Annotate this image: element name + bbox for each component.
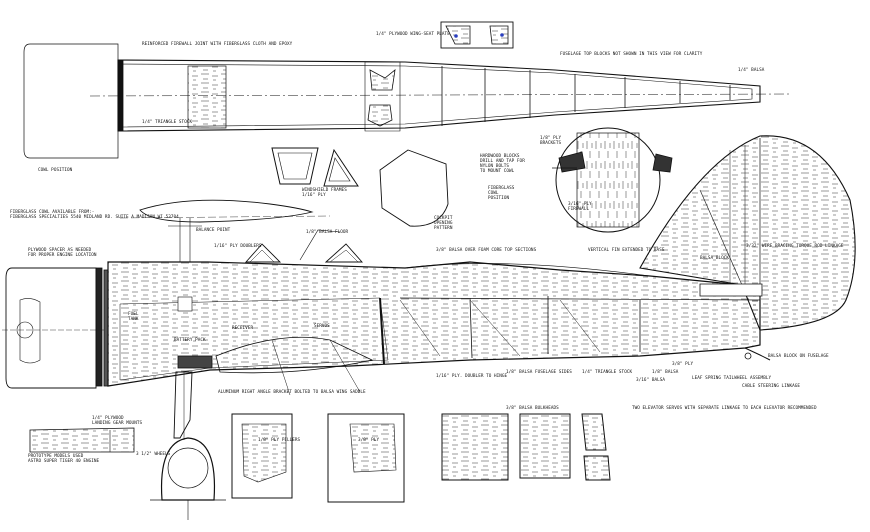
balance-point-label: BALANCE POINT bbox=[196, 228, 231, 233]
wheel-part bbox=[150, 437, 226, 520]
ply-part-label: 3/8" PLY bbox=[358, 438, 380, 443]
ply-filler-part bbox=[231, 413, 293, 499]
vertical-fin bbox=[639, 135, 856, 361]
vertical-fin-label: VERTICAL FIN EXTENDED TO BASE bbox=[588, 248, 665, 253]
elevator-servos-note: TWO ELEVATOR SERVOS WITH SEPARATE LINKAG… bbox=[632, 406, 817, 411]
foam-core-label: 3/8" BALSA OVER FOAM CORE TOP SECTIONS bbox=[436, 248, 537, 253]
servos-label: SERVOS bbox=[314, 324, 330, 329]
fuselage-sides-label: 1/8" BALSA FUSELAGE SIDES bbox=[506, 370, 572, 375]
triangle-stock-b-label: 1/4" TRIANGLE STOCK bbox=[582, 370, 633, 375]
fiberglass-cowl-position-label: FIBERGLASS COWL POSITION bbox=[488, 186, 515, 201]
receiver-label: RECEIVER bbox=[232, 326, 254, 331]
cowl-availability-note: FIBERGLASS COWL AVAILABLE FROM:- FIBERGL… bbox=[10, 210, 179, 220]
windshield-frames bbox=[271, 147, 359, 187]
wire-bracing-label: 3/32" WIRE BRACING TORQUE ROD LINKAGE bbox=[746, 244, 844, 249]
triangle-stock-label: 1/4" TRIANGLE STOCK bbox=[142, 120, 193, 125]
ply-doubler-hinge-label: 1/16" PLY. DOUBLER TO HINGE bbox=[436, 374, 508, 379]
landing-gear-mount-label: 1/4" PLYWOOD LANDING GEAR MOUNTS bbox=[92, 416, 143, 426]
leaf-spring-label: LEAF SPRING TAILWHEEL ASSEMBLY bbox=[692, 376, 772, 381]
prototype-note: PROTOTYPE MODELS USED ASTRO SUPER TIGER … bbox=[28, 454, 100, 464]
firewall-cowl-circle bbox=[552, 127, 673, 233]
hardwood-blocks-label: HARDWOOD BLOCKS DRILL AND TAP FOR NYLON … bbox=[480, 154, 525, 174]
balsa-block-label: BALSA BLOCK bbox=[700, 256, 730, 261]
ply-part bbox=[327, 413, 405, 503]
balsa-bulkheads bbox=[441, 413, 611, 481]
wheels-label: 3 1/2" WHEELS bbox=[136, 452, 171, 457]
ply-fillers-label: 1/8" PLY FILLERS bbox=[258, 438, 301, 443]
battery-pack-label: BATTERY PACK bbox=[174, 338, 206, 343]
cockpit-pattern-label: COCKPIT OPENING PATTERN bbox=[434, 216, 453, 231]
ply-lw-label: 3/8" PLY bbox=[672, 362, 694, 367]
balsa-eighth-label: 1/8" BALSA bbox=[652, 370, 679, 375]
balsa-bulkheads-label: 3/8" BALSA BULKHEADS bbox=[506, 406, 559, 411]
wing-seat-plate-detail bbox=[440, 21, 514, 49]
ply-firewall-label: 3/16" PLY FIREWALL bbox=[568, 202, 592, 212]
ply-brackets-label: 1/8" PLY BRACKETS bbox=[540, 136, 562, 146]
ply-doublers-label: 1/16" PLY DOUBLERS bbox=[214, 244, 262, 249]
firewall-joint-label: REINFORCED FIREWALL JOINT WITH FIBERGLAS… bbox=[142, 42, 293, 47]
top-blocks-note: FUSELAGE TOP BLOCKS NOT SHOWN IN THIS VI… bbox=[560, 52, 703, 57]
cockpit-opening-pattern bbox=[379, 149, 449, 227]
cowl-position-label: COWL POSITION bbox=[38, 168, 73, 173]
fuselage-side-view bbox=[2, 218, 761, 396]
fuselage-top-view bbox=[23, 43, 791, 159]
angle-bracket-label: ALUMINUM RIGHT ANGLE BRACKET BOLTED TO B… bbox=[218, 390, 366, 395]
landing-gear bbox=[29, 371, 193, 453]
balsa-floor-label: 1/8" BALSA FLOOR bbox=[306, 230, 349, 235]
ply-spacer-label: PLYWOOD SPACER AS NEEDED FOR PROPER ENGI… bbox=[28, 248, 97, 258]
windshield-frames-label: WINDSHIELD FRAMES 1/16" PLY bbox=[302, 188, 347, 198]
cable-steering-label: CABLE STEERING LINKAGE bbox=[742, 384, 801, 389]
wing-seat-label: 1/4" PLYWOOD WING-SEAT PLATE bbox=[376, 32, 450, 37]
fuel-tank-label: FUEL TANK bbox=[128, 312, 139, 322]
balsa-block-fuselage-label: BALSA BLOCK ON FUSELAGE bbox=[768, 354, 829, 359]
balsa-quarter-label: 1/4" BALSA bbox=[738, 68, 765, 73]
balsa-316-label: 3/16" BALSA bbox=[636, 378, 666, 383]
